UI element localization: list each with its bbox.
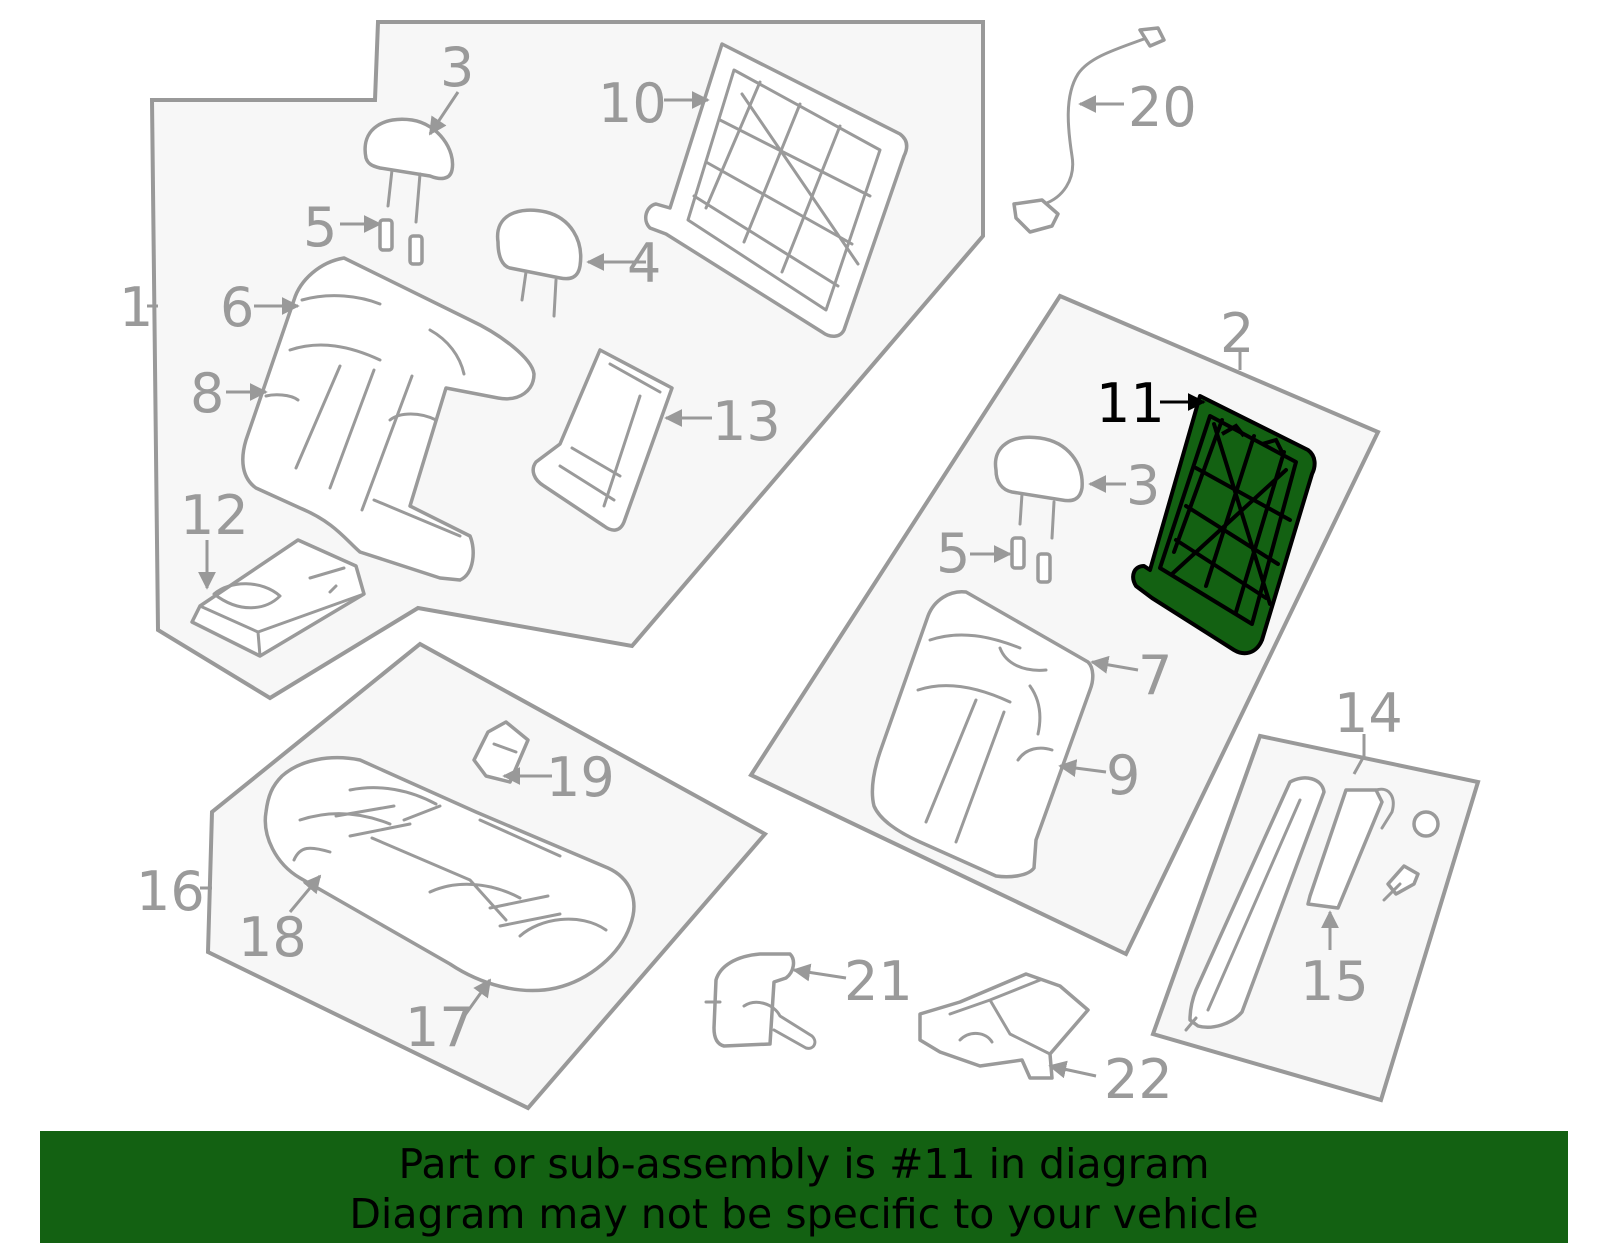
banner-line-1: Part or sub-assembly is #11 in diagram xyxy=(398,1140,1210,1188)
label-12: 12 xyxy=(180,484,249,547)
label-5-left: 5 xyxy=(303,196,337,259)
wiring-harness-part[interactable] xyxy=(1012,26,1166,234)
label-9: 9 xyxy=(1106,744,1140,807)
label-3-right: 3 xyxy=(1126,454,1160,517)
label-11: 11 xyxy=(1096,372,1165,435)
screws-left-part[interactable] xyxy=(378,218,424,266)
label-21: 21 xyxy=(844,950,913,1013)
seatback-cover-right-part[interactable] xyxy=(870,590,1095,879)
seatback-cover-left-part[interactable] xyxy=(241,256,536,582)
info-banner: Part or sub-assembly is #11 in diagram D… xyxy=(40,1131,1568,1243)
label-18: 18 xyxy=(238,906,307,969)
control-module-part[interactable] xyxy=(190,538,366,658)
label-6: 6 xyxy=(220,276,254,339)
leader-lines xyxy=(147,91,1366,1079)
banner-line-2: Diagram may not be specific to your vehi… xyxy=(349,1190,1259,1238)
side-bolster-part[interactable] xyxy=(1184,776,1326,1032)
label-8: 8 xyxy=(190,362,224,425)
label-2: 2 xyxy=(1220,302,1254,365)
latch-part[interactable] xyxy=(704,952,817,1050)
seatback-frame-highlighted-part[interactable] xyxy=(1131,394,1317,656)
label-3-left: 3 xyxy=(440,36,474,99)
label-22: 22 xyxy=(1104,1048,1173,1111)
headrest-right-part[interactable] xyxy=(993,435,1084,540)
label-16: 16 xyxy=(136,860,205,923)
label-7: 7 xyxy=(1138,644,1172,707)
label-1: 1 xyxy=(119,276,153,339)
seatback-frame-part[interactable] xyxy=(644,42,909,338)
label-15: 15 xyxy=(1300,950,1369,1013)
seat-cushion-part[interactable] xyxy=(263,756,636,993)
label-13: 13 xyxy=(712,390,781,453)
label-20: 20 xyxy=(1128,76,1197,139)
label-5-right: 5 xyxy=(936,522,970,585)
screws-right-part[interactable] xyxy=(1010,536,1052,584)
label-10: 10 xyxy=(598,72,667,135)
hinge-part[interactable] xyxy=(918,972,1090,1080)
bolster-bracket-part[interactable] xyxy=(1306,787,1440,910)
headrest-center-part[interactable] xyxy=(495,208,583,318)
label-19: 19 xyxy=(546,746,615,809)
armrest-bracket-part[interactable] xyxy=(531,348,674,532)
label-17: 17 xyxy=(405,996,474,1059)
label-14: 14 xyxy=(1334,682,1403,745)
label-4: 4 xyxy=(627,232,661,295)
